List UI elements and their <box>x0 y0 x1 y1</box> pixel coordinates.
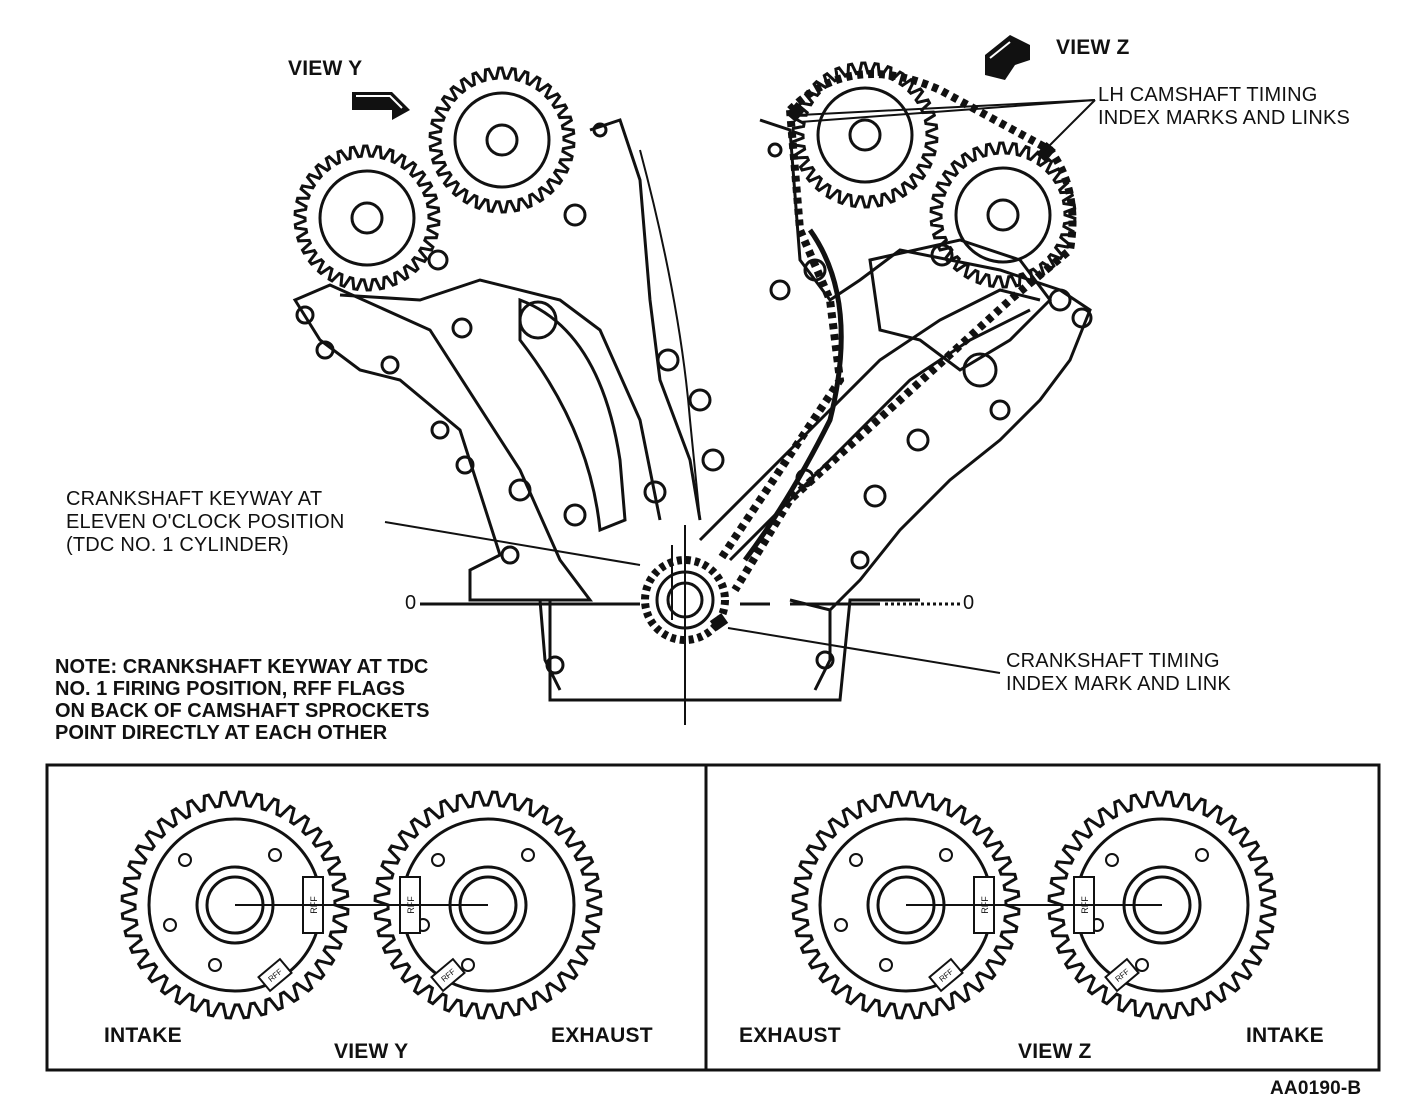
engine-cam-sprockets <box>293 61 1077 292</box>
zero-left-label: 0 <box>405 592 417 614</box>
engine-front-view <box>292 118 1092 702</box>
view-y-label: VIEW Y <box>288 57 363 80</box>
view-y-arrow-icon <box>352 92 410 120</box>
leader-lines <box>384 99 1096 674</box>
left-intake-sprocket <box>293 144 441 292</box>
crank-keyway-line2: ELEVEN O'CLOCK POSITION <box>66 511 345 533</box>
panel-z-left-label: EXHAUST <box>739 1024 841 1047</box>
note-block: NOTE: CRANKSHAFT KEYWAY AT TDC NO. 1 FIR… <box>55 656 429 744</box>
crank-keyway-line1: CRANKSHAFT KEYWAY AT <box>66 488 323 510</box>
bottom-panel-frame <box>45 763 1381 1072</box>
crank-timing-line1: CRANKSHAFT TIMING <box>1006 650 1220 672</box>
lh-camshaft-mark-line1: LH CAMSHAFT TIMING <box>1098 84 1318 106</box>
crank-index-link-mark <box>709 613 729 631</box>
note-line2: NO. 1 FIRING POSITION, RFF FLAGS <box>55 678 406 700</box>
panel-y-left-label: INTAKE <box>104 1024 182 1047</box>
right-exhaust-sprocket <box>791 61 939 209</box>
cam-index-link-mark-1 <box>786 102 806 122</box>
crank-timing-mark-label: CRANKSHAFT TIMING INDEX MARK AND LINK <box>1006 650 1231 696</box>
zero-right-label: 0 <box>963 592 975 614</box>
right-intake-sprocket <box>929 141 1077 289</box>
crank-timing-line2: INDEX MARK AND LINK <box>1006 673 1231 695</box>
lh-camshaft-mark-line2: INDEX MARKS AND LINKS <box>1098 107 1351 129</box>
note-line3: ON BACK OF CAMSHAFT SPROCKETS <box>55 700 430 722</box>
view-z-arrow-icon <box>985 35 1030 80</box>
panel-z-center-label: VIEW Z <box>1018 1040 1092 1063</box>
note-line4: POINT DIRECTLY AT EACH OTHER <box>55 722 388 744</box>
cam-index-link-mark-2 <box>1036 142 1056 162</box>
crank-sprocket <box>641 525 729 725</box>
figure-id: AA0190-B <box>1270 1078 1362 1099</box>
panel-y-right-label: EXHAUST <box>551 1024 653 1047</box>
left-exhaust-sprocket <box>428 66 576 214</box>
lh-camshaft-mark-label: LH CAMSHAFT TIMING INDEX MARKS AND LINKS <box>1098 84 1350 130</box>
panel-z-right-label: INTAKE <box>1246 1024 1324 1047</box>
crank-keyway-line3: (TDC NO. 1 CYLINDER) <box>66 534 289 556</box>
note-line1: NOTE: CRANKSHAFT KEYWAY AT TDC <box>55 656 429 678</box>
panel-y-center-label: VIEW Y <box>334 1040 409 1063</box>
bolt-holes <box>295 122 1093 675</box>
crank-keyway-label: CRANKSHAFT KEYWAY AT ELEVEN O'CLOCK POSI… <box>66 488 345 557</box>
view-z-label: VIEW Z <box>1056 36 1130 59</box>
